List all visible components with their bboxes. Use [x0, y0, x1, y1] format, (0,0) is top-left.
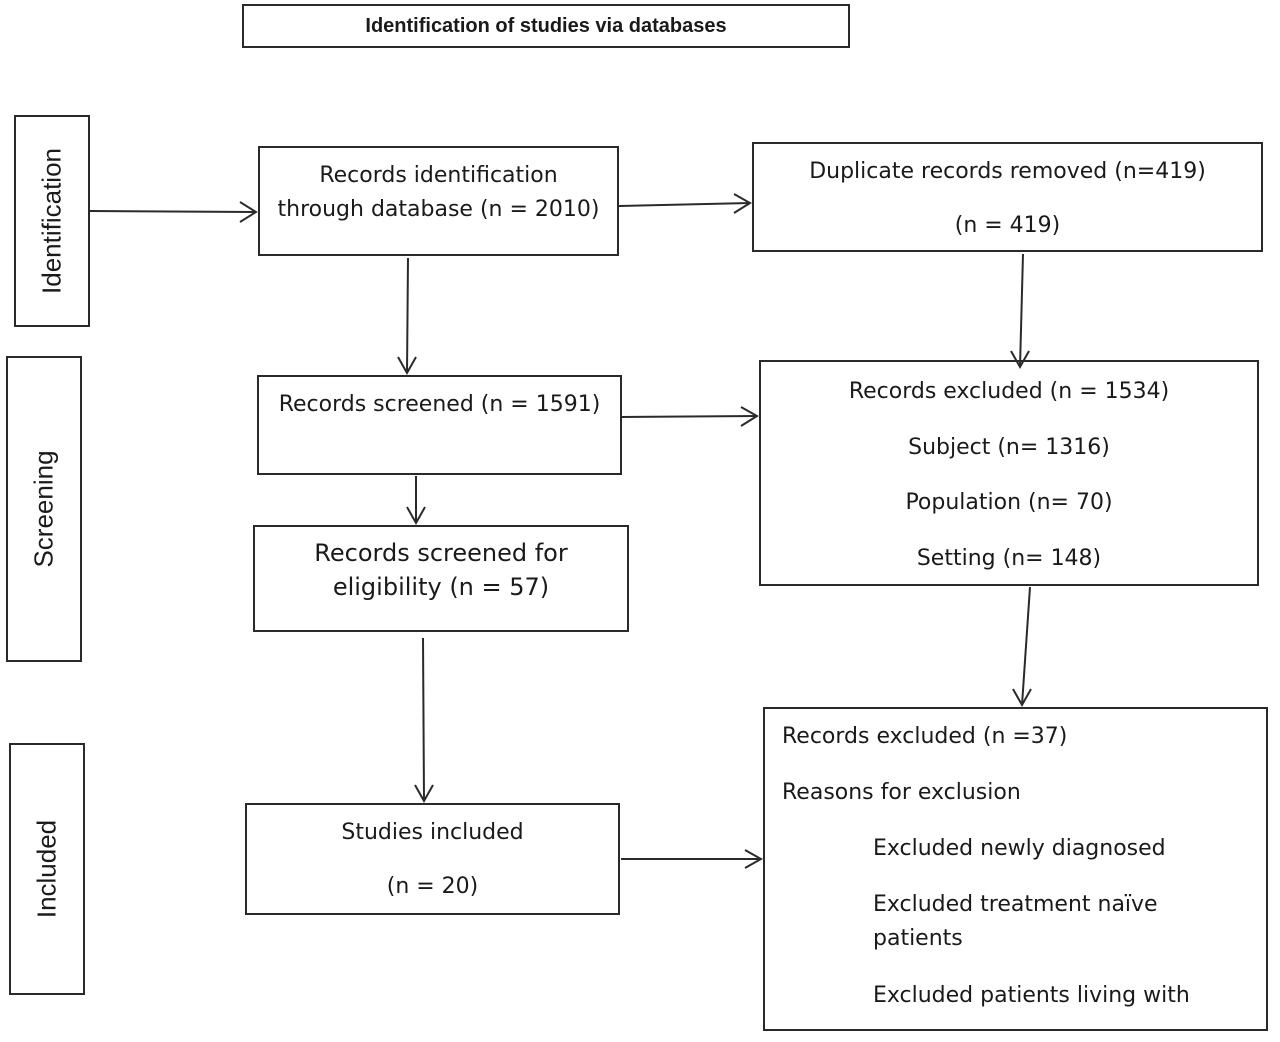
studies-included-line1: Studies included: [341, 820, 524, 845]
phase-identification: Identification: [14, 115, 90, 327]
reason-treatment-naive-line2: patients: [873, 926, 963, 951]
phase-included: Included: [9, 743, 85, 995]
reason-newly-diagnosed: Excluded newly diagnosed: [873, 836, 1166, 861]
arrow-records-to-screened: [406, 257, 409, 374]
arrow-duplicates-to-excluded: [1019, 253, 1024, 368]
studies-included-box: Studies included (n = 20): [245, 803, 620, 915]
records-screened-box: Records screened (n = 1591): [257, 375, 622, 475]
screened-eligibility-box: Records screened for eligibility (n = 57…: [253, 525, 629, 632]
records-excluded-setting: Setting (n= 148): [916, 546, 1102, 571]
arrow-identification-to-records: [89, 210, 257, 213]
records-identification-box: Records identification through database …: [258, 146, 619, 256]
arrow-screened-to-excluded: [621, 415, 758, 418]
duplicates-removed-box: Duplicate records removed (n=419) (n = 4…: [752, 142, 1263, 252]
reasons-for-exclusion-label: Reasons for exclusion: [782, 780, 1021, 805]
arrow-records-to-duplicates: [618, 202, 751, 207]
duplicates-removed-line1: Duplicate records removed (n=419): [809, 159, 1206, 184]
records-excluded-eligibility-line1: Records excluded (n =37): [782, 724, 1068, 749]
records-excluded-eligibility-box: Records excluded (n =37) Reasons for exc…: [763, 707, 1268, 1031]
records-excluded-population: Population (n= 70): [905, 490, 1113, 515]
records-identification-line1: Records identification: [319, 163, 558, 188]
arrow-eligibility-to-included: [422, 637, 425, 802]
records-excluded-screening-box: Records excluded (n = 1534) Subject (n= …: [759, 360, 1259, 586]
diagram-title: Identification of studies via databases: [365, 14, 727, 37]
screened-eligibility-line2: eligibility (n = 57): [332, 573, 550, 601]
duplicates-removed-line2: (n = 419): [954, 213, 1061, 238]
reason-patients-living-with: Excluded patients living with: [873, 983, 1190, 1008]
reason-treatment-naive-line1: Excluded treatment naïve: [873, 892, 1158, 917]
phase-screening: Screening: [6, 356, 82, 662]
records-excluded-subject: Subject (n= 1316): [908, 435, 1110, 460]
screened-eligibility-line1: Records screened for: [314, 539, 568, 567]
arrow-excluded-to-eligibility-excluded: [1021, 586, 1031, 706]
records-screened-line1: Records screened (n = 1591): [278, 392, 601, 417]
studies-included-line2: (n = 20): [386, 874, 479, 899]
records-identification-line2: through database (n = 2010): [277, 197, 600, 222]
diagram-title-box: Identification of studies via databases: [242, 4, 850, 48]
records-excluded-screening-line1: Records excluded (n = 1534): [848, 379, 1170, 404]
